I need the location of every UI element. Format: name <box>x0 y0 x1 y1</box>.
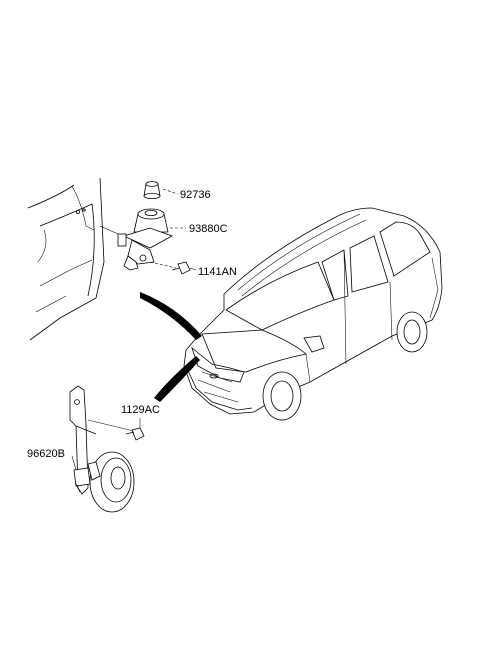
pointer-arrow-upper <box>140 292 202 340</box>
part-label-93880c: 93880C <box>189 223 228 235</box>
sensor-cap <box>143 181 161 199</box>
bolt-1141an <box>171 261 197 275</box>
horn-assembly <box>69 385 139 513</box>
sensor-body <box>117 208 173 271</box>
sensor-assembly <box>99 181 186 271</box>
pointer-arrow-lower <box>154 356 200 402</box>
bolt-1129ac <box>125 418 145 441</box>
part-label-1129ac: 1129AC <box>121 404 160 416</box>
part-label-92736: 92736 <box>180 189 211 201</box>
leader-96620b <box>71 455 77 471</box>
part-label-96620b: 96620B <box>27 448 65 460</box>
body-panel <box>27 177 105 341</box>
part-label-1141an: 1141AN <box>198 266 237 278</box>
vehicle-minivan <box>183 207 443 421</box>
